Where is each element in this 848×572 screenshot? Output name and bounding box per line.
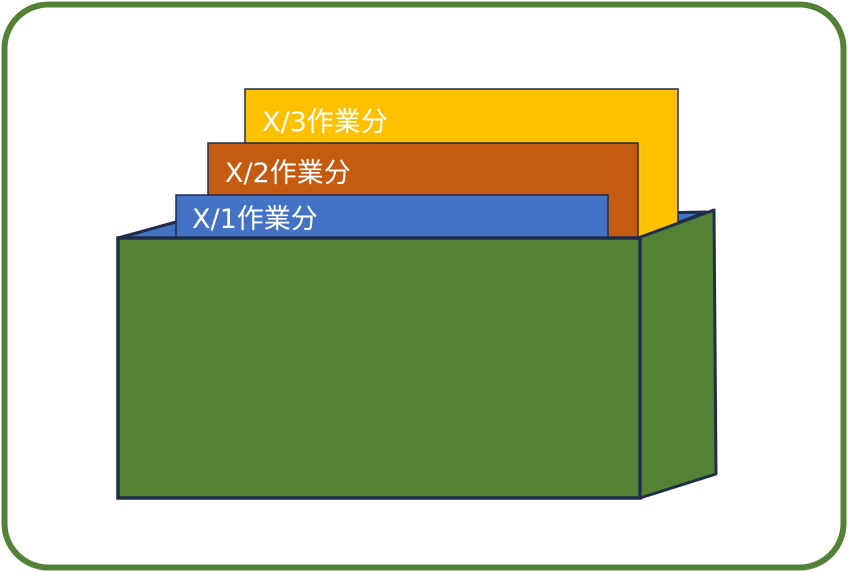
box-side-face bbox=[636, 208, 718, 500]
card-x1-label: X/1作業分 bbox=[192, 204, 318, 235]
box-front-face bbox=[116, 236, 642, 500]
card-x3-label: X/3作業分 bbox=[262, 107, 388, 138]
card-x2-label: X/2作業分 bbox=[225, 158, 351, 189]
